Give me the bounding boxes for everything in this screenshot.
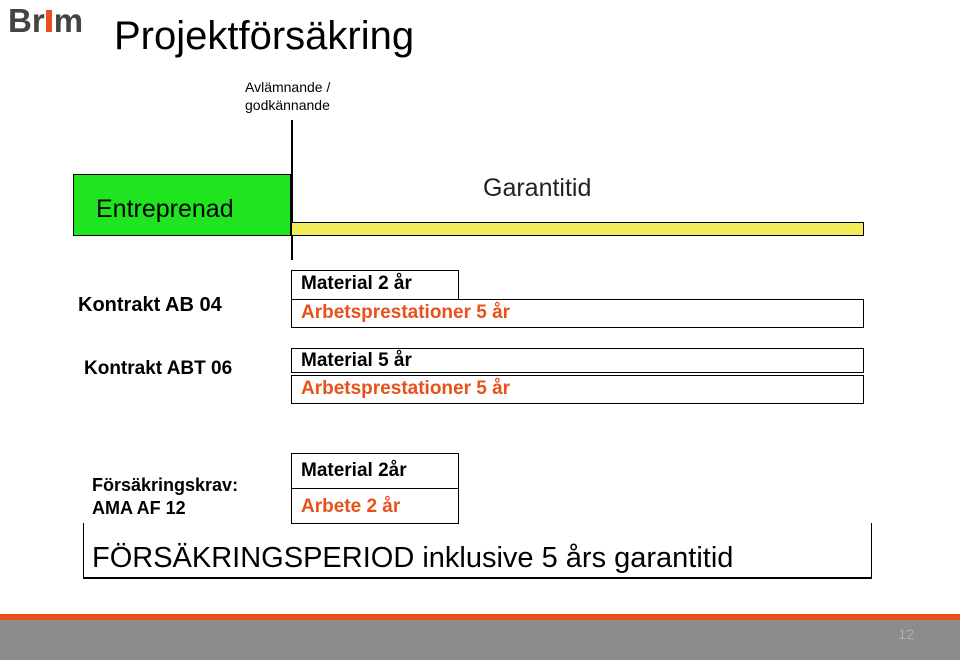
abt06-material-box: Material 5 år xyxy=(291,348,864,373)
abt06-work-text: Arbetsprestationer 5 år xyxy=(301,378,511,399)
abt06-material-text: Material 5 år xyxy=(301,350,412,371)
warranty-phase-label: Garantitid xyxy=(483,174,592,202)
insurance-requirement-label: Försäkringskrav: AMA AF 12 xyxy=(92,474,238,520)
insurance-work-box: Arbete 2 år xyxy=(291,488,459,524)
logo-text-end: m xyxy=(53,2,84,39)
abt06-work-box: Arbetsprestationer 5 år xyxy=(291,375,864,404)
page-number: 12 xyxy=(898,626,914,642)
insurance-work-text: Arbete 2 år xyxy=(301,496,401,517)
insurance-label-line-2: AMA AF 12 xyxy=(92,498,186,518)
ab04-work-text: Arbetsprestationer 5 år xyxy=(301,302,511,323)
milestone-line-2: godkännande xyxy=(245,97,330,113)
logo-text-start: Br xyxy=(8,2,45,39)
construction-phase-label: Entreprenad xyxy=(96,195,234,223)
insurance-period-text: FÖRSÄKRINGSPERIOD inklusive 5 års garant… xyxy=(92,542,734,574)
footer-bar xyxy=(0,620,960,660)
ab04-material-text: Material 2 år xyxy=(301,273,412,294)
ab04-work-box: Arbetsprestationer 5 år xyxy=(291,299,864,328)
page-title: Projektförsäkring xyxy=(114,14,415,58)
contract-abt06-label: Kontrakt ABT 06 xyxy=(84,358,233,379)
insurance-label-line-1: Försäkringskrav: xyxy=(92,475,239,495)
construction-phase-bar: Entreprenad xyxy=(73,174,291,236)
contract-ab04-label: Kontrakt AB 04 xyxy=(78,294,222,316)
warranty-phase-bar xyxy=(291,222,864,236)
insurance-period-bracket xyxy=(83,523,872,579)
footer-accent-line xyxy=(0,614,960,620)
ab04-material-box: Material 2 år xyxy=(291,270,459,300)
milestone-line-1: Avlämnande / xyxy=(245,79,331,95)
logo-i-bar xyxy=(45,10,52,32)
milestone-line xyxy=(291,120,293,260)
insurance-material-box: Material 2år xyxy=(291,453,459,489)
milestone-label: Avlämnande / godkännande xyxy=(245,78,330,114)
insurance-material-text: Material 2år xyxy=(301,460,407,481)
